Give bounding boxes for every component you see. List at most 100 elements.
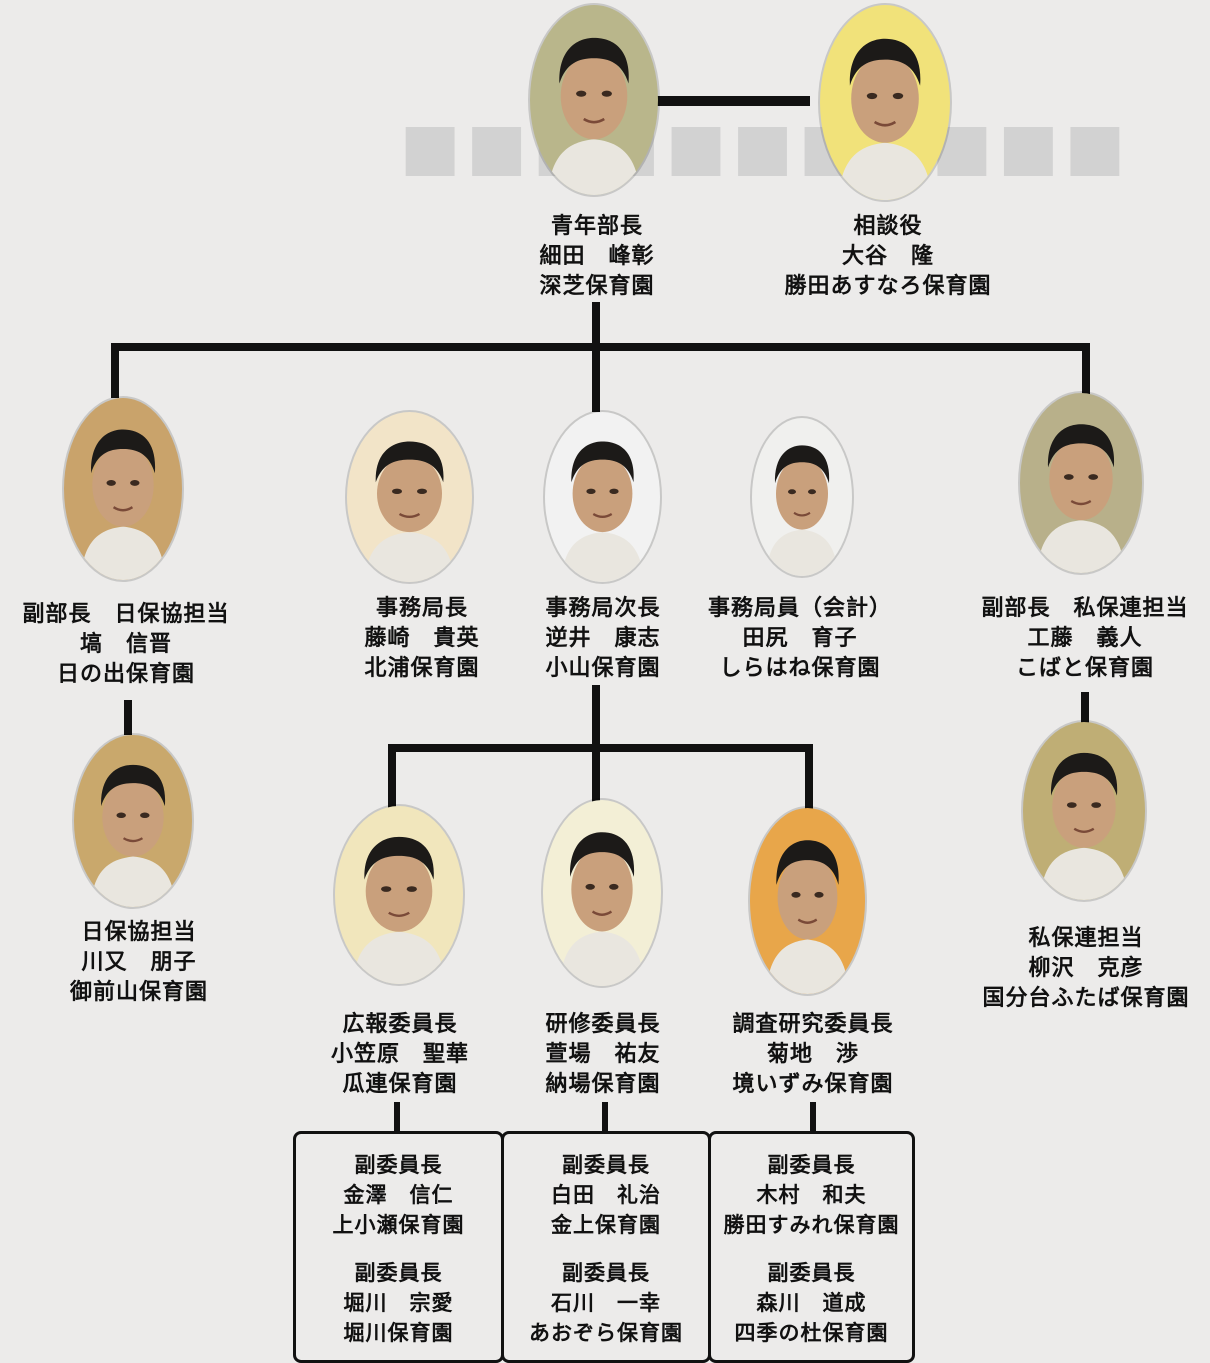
person-label-jhk-member: 日保協担当川又 朋子御前山保育園: [19, 918, 259, 1008]
person-title: 広報委員長: [342, 1012, 458, 1037]
person-label-vice-right: 副部長 私保連担当工藤 義人こばと保育園: [965, 594, 1205, 684]
person-title: 調査研究委員長: [732, 1012, 894, 1037]
portrait-pr-chair: [335, 806, 463, 984]
person-label-secretary-general: 事務局長藤崎 貴英北浦保育園: [302, 594, 542, 684]
portrait-vice-left: [64, 398, 182, 580]
person-org: 瓜連保育園: [342, 1072, 458, 1097]
vice-chair-title: 副委員長: [354, 1153, 443, 1177]
vice-chair-name: 石川 一幸: [551, 1291, 661, 1315]
vice-chair-org: 金上保育園: [551, 1213, 661, 1237]
portrait-secretary-general: [347, 412, 472, 582]
connector-research-box: [810, 1102, 816, 1132]
vice-box-research: 副委員長 木村 和夫 勝田すみれ保育園 副委員長 森川 道成 四季の杜保育園: [708, 1131, 915, 1363]
connector-training-box: [602, 1102, 608, 1132]
vice-chair-org: 上小瀬保育園: [332, 1213, 465, 1237]
person-silhouette-icon: [561, 441, 644, 582]
connector-chief-down: [592, 302, 600, 412]
person-title: 事務局員（会計）: [707, 596, 892, 621]
person-name: 大谷 隆: [841, 244, 934, 269]
vice-chair-name: 金澤 信仁: [343, 1183, 454, 1207]
connector-research-drop: [805, 744, 813, 820]
vice-chair: 副委員長 木村 和夫 勝田すみれ保育園: [711, 1150, 912, 1240]
vice-chair-org: 勝田すみれ保育園: [723, 1213, 900, 1237]
person-name: 柳沢 克彦: [1028, 956, 1144, 981]
person-name: 細田 峰彰: [539, 244, 655, 269]
person-org: こばと保育園: [1015, 656, 1154, 681]
vice-chair-org: 堀川保育園: [343, 1321, 454, 1345]
person-name: 藤崎 貴英: [364, 626, 480, 651]
person-name: 田尻 育子: [742, 626, 858, 651]
connector-chief-advisor: [655, 96, 810, 106]
vice-chair-title: 副委員長: [562, 1153, 650, 1177]
person-name: 菊地 渉: [766, 1042, 859, 1067]
person-silhouette-icon: [352, 836, 446, 984]
person-name: 工藤 義人: [1027, 626, 1143, 651]
person-title: 事務局長: [375, 596, 468, 621]
person-org: 勝田あすなろ保育園: [784, 274, 992, 299]
person-label-vice-left: 副部長 日保協担当塙 信晋日の出保育園: [6, 600, 246, 690]
person-silhouette-icon: [80, 429, 166, 580]
person-title: 相談役: [853, 214, 923, 239]
person-silhouette-icon: [364, 441, 455, 582]
person-name: 萱場 祐友: [545, 1042, 661, 1067]
person-org: しらはね保育園: [719, 656, 881, 681]
person-org: 深芝保育園: [539, 274, 655, 299]
person-title: 研修委員長: [545, 1012, 661, 1037]
person-silhouette-icon: [559, 832, 645, 986]
person-title: 青年部長: [550, 214, 643, 239]
person-org: 小山保育園: [545, 656, 661, 681]
person-silhouette-icon: [547, 37, 641, 195]
person-label-shihoren-member: 私保連担当柳沢 克彦国分台ふたば保育園: [966, 924, 1206, 1014]
person-org: 御前山保育園: [69, 980, 208, 1005]
portrait-research-chair: [750, 808, 865, 994]
person-label-accountant: 事務局員（会計） 田尻 育子しらはね保育園: [680, 594, 920, 684]
person-title: 私保連担当: [1028, 926, 1144, 951]
person-name: 小笠原 聖華: [330, 1042, 469, 1067]
vice-chair: 副委員長 森川 道成 四季の杜保育園: [711, 1258, 912, 1348]
vice-chair-name: 木村 和夫: [756, 1183, 867, 1207]
vice-chair-title: 副委員長: [354, 1261, 443, 1285]
portrait-training-chair: [543, 800, 661, 986]
connector-vice-right-drop: [1082, 343, 1090, 398]
person-org: 境いずみ保育園: [732, 1072, 894, 1097]
portrait-advisor: [820, 5, 950, 200]
person-silhouette-icon: [1040, 752, 1128, 900]
connector-committee-bar: [388, 744, 813, 752]
background-ghost-text: ■■■■■■■■■■■: [400, 110, 1132, 184]
vice-chair-title: 副委員長: [562, 1261, 650, 1285]
person-org: 北浦保育園: [364, 656, 480, 681]
person-org: 国分台ふたば保育園: [982, 986, 1190, 1011]
vice-chair-name: 堀川 宗愛: [343, 1291, 454, 1315]
connector-vice-right-child: [1081, 692, 1089, 732]
portrait-accountant: [752, 418, 852, 576]
portrait-deputy-secretary: [545, 412, 660, 582]
vice-chair-name: 白田 礼治: [551, 1183, 661, 1207]
vice-box-pr: 副委員長 金澤 信仁 上小瀬保育園 副委員長 堀川 宗愛 堀川保育園: [293, 1131, 504, 1363]
person-org: 日の出保育園: [56, 662, 195, 687]
connector-pr-box: [394, 1102, 400, 1132]
portrait-vice-right: [1020, 393, 1142, 573]
connector-pr-drop: [388, 744, 396, 820]
vice-box-training: 副委員長 白田 礼治 金上保育園 副委員長 石川 一幸 あおぞら保育園: [501, 1131, 711, 1363]
connector-tier2-bar: [111, 343, 1090, 351]
person-silhouette-icon: [838, 38, 932, 200]
person-name: 塙 信晋: [79, 632, 172, 657]
person-silhouette-icon: [766, 445, 838, 576]
person-title: 副部長 日保協担当: [22, 602, 230, 627]
connector-vice-left-child: [124, 700, 132, 735]
vice-chair-org: あおぞら保育園: [529, 1321, 683, 1345]
portrait-jhk-member: [74, 735, 192, 907]
vice-chair: 副委員長 石川 一幸 あおぞら保育園: [504, 1258, 708, 1348]
person-silhouette-icon: [1037, 424, 1125, 573]
person-silhouette-icon: [766, 840, 849, 994]
person-label-deputy-secretary: 事務局次長逆井 康志小山保育園: [483, 594, 723, 684]
vice-chair: 副委員長 金澤 信仁 上小瀬保育園: [296, 1150, 501, 1240]
vice-chair-title: 副委員長: [767, 1153, 856, 1177]
person-silhouette-icon: [90, 764, 176, 907]
person-org: 納場保育園: [545, 1072, 661, 1097]
person-label-pr-chair: 広報委員長小笠原 聖華瓜連保育園: [280, 1010, 520, 1100]
vice-chair-title: 副委員長: [767, 1261, 856, 1285]
connector-vice-left-drop: [111, 343, 119, 398]
vice-chair: 副委員長 白田 礼治 金上保育園: [504, 1150, 708, 1240]
vice-chair-org: 四季の杜保育園: [734, 1321, 889, 1345]
